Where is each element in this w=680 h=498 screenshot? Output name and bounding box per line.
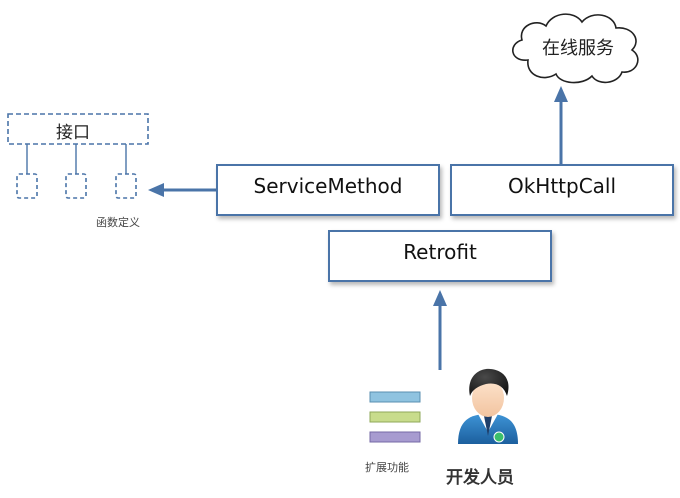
okhttpcall-label: OkHttpCall (507, 174, 617, 198)
extension-label: 扩展功能 (365, 461, 409, 474)
developer-avatar-icon (458, 368, 518, 444)
developer-label: 开发人员 (446, 468, 514, 488)
arrow-developer-to-retrofit (433, 290, 447, 370)
retrofit-label: Retrofit (403, 240, 477, 264)
interface-label: 接口 (56, 123, 90, 143)
service-method-label: ServiceMethod (253, 174, 403, 198)
arrow-servicemethod-to-interface (148, 183, 216, 197)
extension-stack-icon (369, 391, 421, 443)
retrofit-box: Retrofit (328, 230, 552, 282)
function-definition-label: 函数定义 (96, 216, 140, 229)
interface-group (7, 113, 149, 199)
function-stub-2 (65, 173, 87, 199)
okhttpcall-box: OkHttpCall (450, 164, 674, 216)
interface-box (7, 113, 149, 145)
online-service-label: 在线服务 (542, 38, 614, 59)
cloud-icon (512, 13, 639, 84)
arrow-okhttpcall-to-cloud (554, 86, 568, 164)
function-stub-3 (115, 173, 137, 199)
service-method-box: ServiceMethod (216, 164, 440, 216)
function-stub-1 (16, 173, 38, 199)
